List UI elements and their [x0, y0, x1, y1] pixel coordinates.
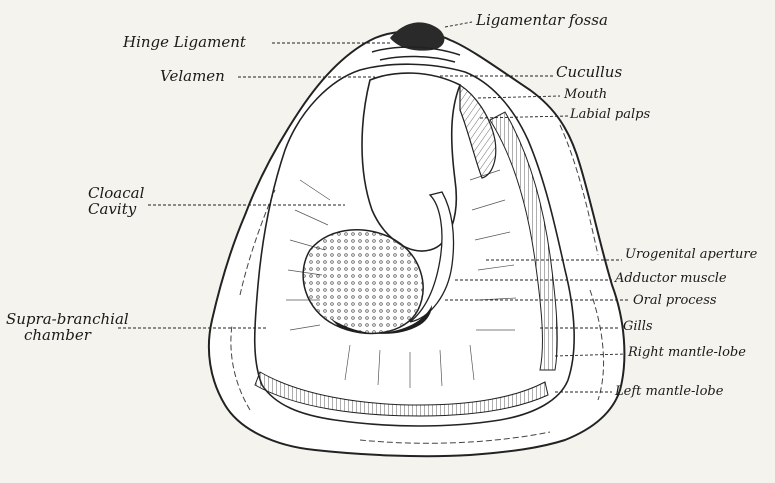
label-velamen: Velamen — [160, 68, 225, 84]
label-ligamentar-fossa: Ligamentar fossa — [476, 12, 608, 28]
label-left-mantle-lobe: Left mantle-lobe — [615, 385, 723, 399]
label-right-mantle-lobe: Right mantle-lobe — [628, 346, 746, 360]
label-urogenital-aperture: Urogenital aperture — [625, 248, 757, 262]
label-cloacal-line2: Cavity — [88, 201, 144, 217]
label-supra-line2: chamber — [6, 327, 129, 343]
label-supra-branchial-chamber: Supra-branchial chamber — [6, 311, 129, 343]
label-oral-process: Oral process — [633, 294, 717, 308]
label-hinge-ligament: Hinge Ligament — [123, 34, 246, 50]
label-adductor-muscle: Adductor muscle — [615, 272, 727, 286]
label-cloacal-line1: Cloacal — [88, 185, 144, 201]
label-cloacal-cavity: Cloacal Cavity — [88, 185, 144, 217]
label-cucullus: Cucullus — [556, 64, 622, 80]
label-gills: Gills — [623, 320, 653, 334]
label-supra-line1: Supra-branchial — [6, 311, 129, 327]
label-mouth: Mouth — [564, 88, 607, 102]
label-labial-palps: Labial palps — [570, 108, 650, 122]
